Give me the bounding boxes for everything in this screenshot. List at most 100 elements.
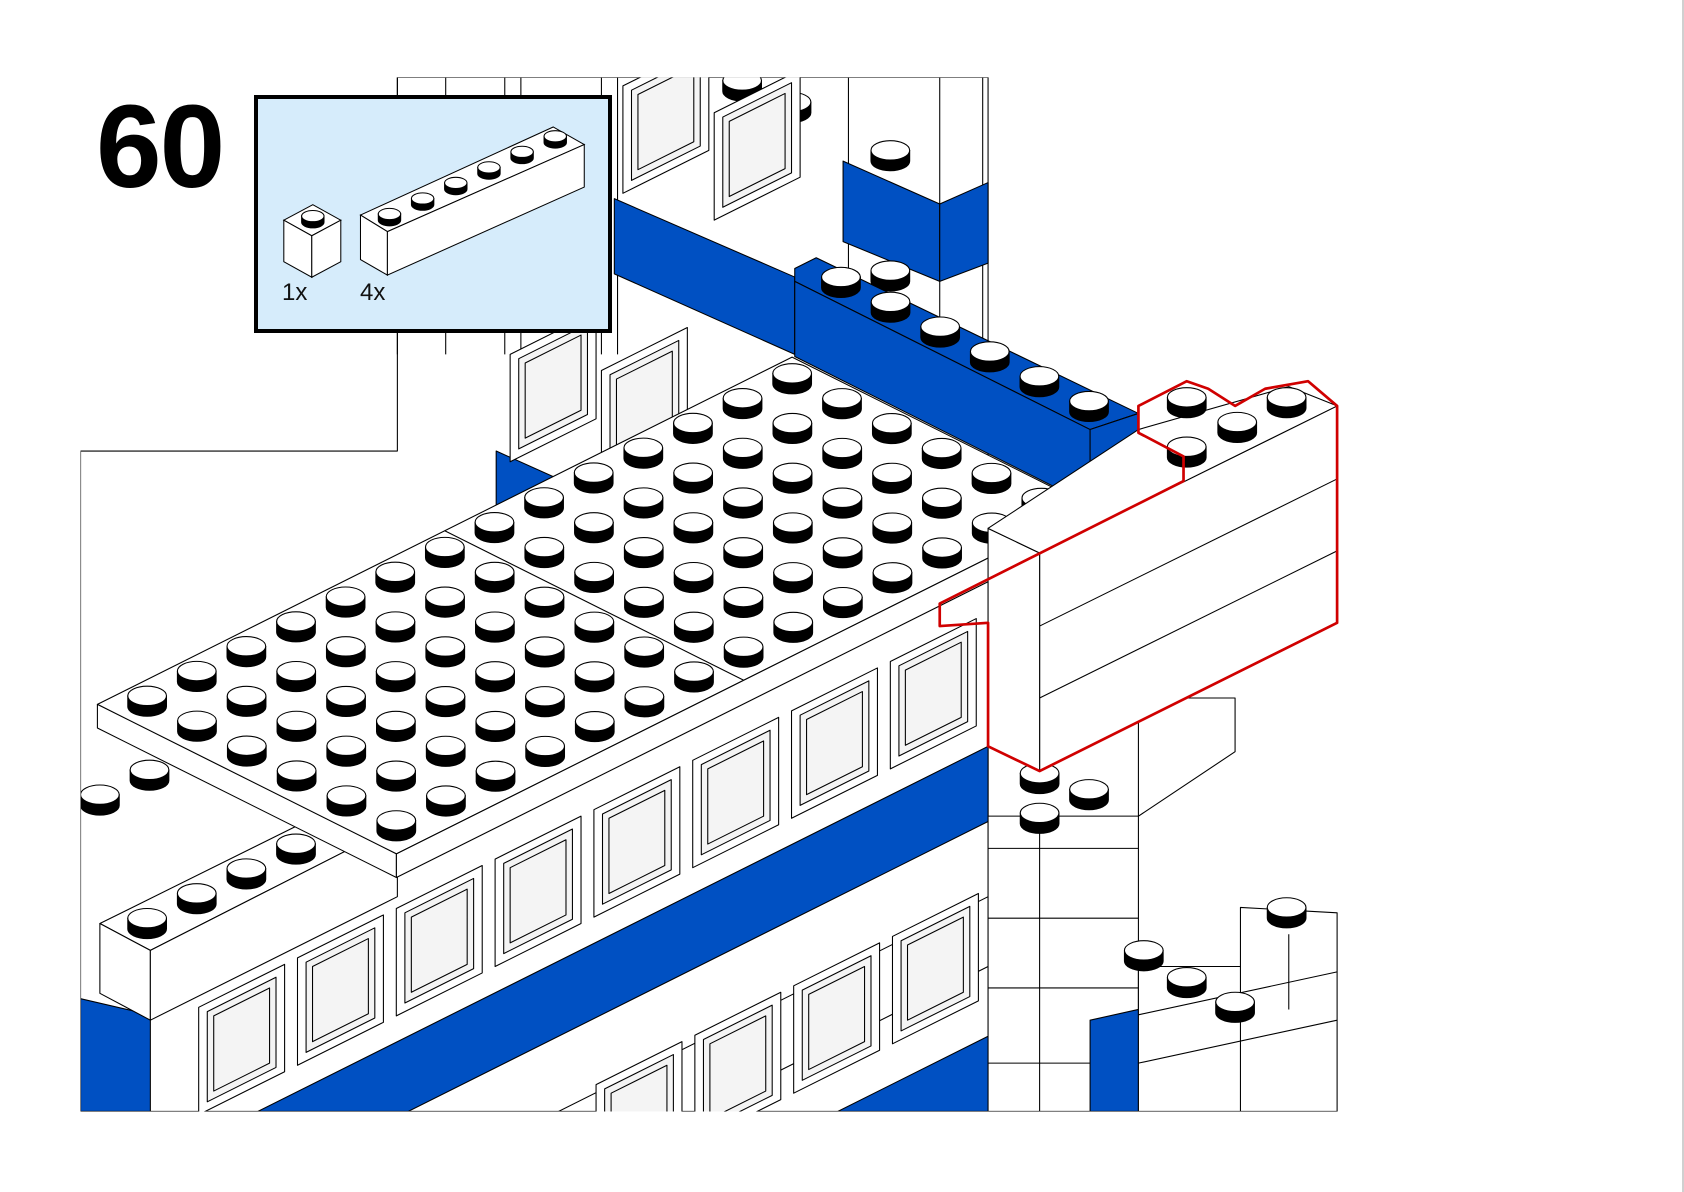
stud-top	[474, 512, 515, 533]
stud-top	[574, 512, 614, 533]
stud-top	[722, 437, 763, 459]
blue-brick-1x6	[794, 257, 1139, 506]
window-pane	[503, 828, 573, 955]
stud-top	[425, 636, 466, 657]
stud-top	[127, 685, 168, 707]
window	[793, 942, 881, 1094]
stud-top	[543, 130, 567, 143]
window-pane	[404, 877, 475, 1004]
window-inner	[311, 938, 369, 1043]
stud-top	[325, 586, 366, 607]
window-inner	[608, 789, 666, 894]
stud-top	[510, 145, 534, 158]
stud-top	[524, 487, 564, 508]
stud-top	[477, 161, 501, 174]
window-inner	[806, 691, 863, 796]
window-pane	[630, 77, 701, 181]
stud-top	[425, 586, 465, 607]
stud-top	[971, 462, 1012, 484]
window	[694, 991, 782, 1112]
stud-top	[525, 735, 566, 757]
window-pane	[206, 976, 277, 1103]
window-inner	[707, 740, 765, 845]
stud-top	[723, 586, 764, 608]
stud-top	[176, 883, 217, 904]
stud-top	[375, 661, 416, 682]
stud-top	[176, 660, 217, 682]
step-number: 60	[96, 81, 225, 213]
stud-top	[276, 760, 317, 781]
stud-top	[524, 636, 565, 657]
stud-top	[276, 710, 317, 732]
part-1x6-front	[386, 143, 585, 276]
window	[198, 963, 286, 1112]
stud-top	[773, 562, 813, 583]
window	[713, 77, 801, 221]
window-pane	[601, 779, 672, 905]
stud-top	[444, 176, 468, 190]
brick-seam	[1039, 478, 1338, 627]
window-inner	[808, 965, 866, 1071]
stud-top	[326, 735, 367, 757]
stud-top	[920, 316, 961, 337]
stud-top	[822, 586, 863, 608]
stud-top	[375, 611, 416, 632]
stud-top	[922, 487, 962, 509]
stud-top	[822, 388, 862, 409]
stud-top	[1019, 366, 1060, 387]
stud-top	[326, 785, 367, 806]
window	[622, 77, 710, 194]
stud-top	[475, 661, 515, 682]
highlight-outline	[938, 379, 1339, 773]
stud-top	[177, 710, 217, 731]
stud-top	[723, 537, 764, 558]
window-pane	[900, 905, 971, 1032]
window	[790, 667, 878, 819]
window	[494, 815, 582, 968]
stud-top	[624, 586, 664, 608]
right-step	[1137, 697, 1236, 817]
window-inner	[509, 839, 567, 944]
stud-top	[1069, 390, 1109, 412]
new-brick-side	[987, 527, 1041, 772]
brick-seam	[1138, 1019, 1338, 1064]
stud-top	[922, 537, 962, 558]
stud-top	[425, 685, 466, 707]
window-inner	[904, 641, 962, 746]
stud-top	[673, 412, 713, 434]
window-pane	[700, 729, 771, 856]
stud-top	[1215, 991, 1255, 1013]
stud-top	[377, 207, 402, 221]
window-pane	[604, 1054, 674, 1112]
window-inner	[906, 916, 964, 1021]
stud-top	[475, 611, 515, 632]
stud-top	[475, 710, 516, 732]
stud-top	[870, 291, 911, 313]
stud-top	[1266, 387, 1307, 408]
stud-top	[872, 562, 913, 583]
window	[889, 618, 977, 770]
window	[395, 865, 483, 1017]
window-inner	[410, 888, 468, 993]
part-1x1-front	[311, 219, 342, 279]
stud-top	[871, 413, 912, 434]
stud-top	[127, 907, 168, 929]
stud-top	[524, 536, 565, 558]
stud-top	[1019, 802, 1060, 824]
window-inner	[709, 1015, 767, 1112]
window-pane	[305, 927, 376, 1053]
stud-top	[1069, 779, 1109, 800]
stud-top	[524, 586, 565, 608]
stud-top	[276, 833, 316, 854]
stud-top	[870, 260, 911, 281]
white-plate-assembly	[96, 356, 1092, 879]
window-inner	[524, 334, 582, 439]
stud-top	[226, 858, 267, 879]
stud-top	[623, 537, 664, 558]
stud-top	[325, 636, 366, 657]
stud-top	[426, 785, 466, 806]
window-pane	[518, 323, 589, 450]
stud-top	[375, 561, 416, 583]
window	[593, 766, 681, 918]
window	[891, 892, 979, 1045]
